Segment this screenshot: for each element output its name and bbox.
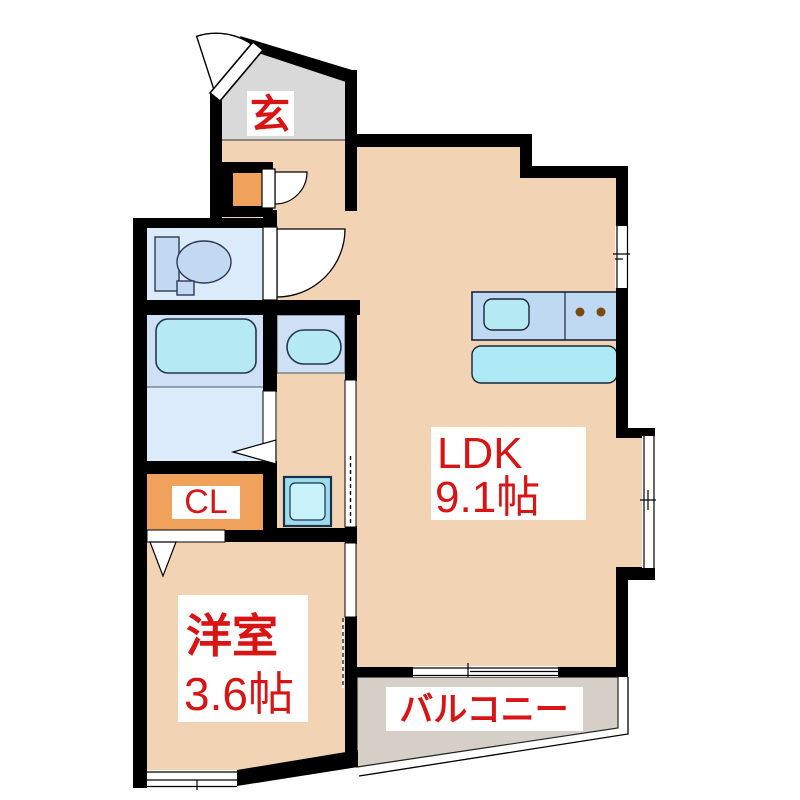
wall-segment (520, 166, 628, 178)
bathtub (155, 318, 257, 374)
wall-segment (133, 300, 360, 315)
wall-segment (616, 178, 628, 228)
toilet (154, 236, 232, 296)
sliding-door-western-room (342, 542, 357, 688)
wall-segment (225, 530, 277, 542)
wall-segment (558, 667, 628, 677)
closet-label-text: CL (184, 483, 227, 521)
wall-segment (133, 461, 277, 474)
labels: 玄 LDK 9.1帖 洋室 3.6帖 CL バルコニー (172, 91, 586, 731)
wall-segment (133, 218, 147, 788)
western-room-size-text: 3.6帖 (184, 668, 294, 720)
window-bay-right (640, 436, 656, 568)
washbasin (286, 329, 342, 365)
counter-table (471, 345, 618, 384)
kitchen-unit (471, 291, 618, 341)
wall-segment (237, 750, 358, 786)
shoe-cabinet (233, 173, 262, 206)
wall-segment (352, 667, 414, 677)
balcony-outer-line (358, 677, 629, 777)
window-ldk-bottom (413, 663, 558, 677)
toilet-door (261, 168, 308, 209)
wall-segment (133, 218, 277, 228)
wall-segment (240, 36, 352, 84)
wall-segment (616, 287, 628, 432)
entry-door (195, 32, 265, 103)
ldk-name-text: LDK (437, 429, 523, 478)
wall-segment (263, 314, 277, 392)
closet-folding-door (146, 529, 226, 578)
washroom-door (262, 226, 346, 301)
wall-segment (616, 428, 655, 438)
wall-segment (345, 70, 357, 211)
sliding-door-washroom (344, 379, 357, 528)
ldk-label: LDK 9.1帖 (431, 427, 586, 522)
western-room-name-text: 洋室 (186, 610, 278, 662)
window-right-upper (613, 226, 630, 288)
wall-segment (277, 528, 357, 542)
wall-segment (345, 526, 357, 544)
entrance-label-text: 玄 (250, 93, 290, 137)
wall-segment (210, 92, 222, 218)
window-western-room-bottom (147, 770, 237, 790)
washing-machine (282, 475, 333, 528)
ldk-size-text: 9.1帖 (435, 473, 540, 522)
fixtures (154, 236, 618, 528)
western-room-label: 洋室 3.6帖 (178, 595, 308, 722)
gas-stove-burner (575, 307, 585, 317)
wall-segment (616, 567, 655, 580)
entrance-label: 玄 (247, 91, 294, 137)
wall-segment (345, 616, 357, 756)
wall-segment (263, 210, 277, 229)
gas-stove-burner (596, 307, 606, 317)
doors (146, 32, 357, 688)
wall-segment (263, 473, 277, 542)
wall-segment (616, 579, 628, 677)
wall-segment (345, 300, 357, 381)
kitchen-sink (483, 298, 530, 331)
bathroom-folding-door (230, 390, 277, 465)
balcony-label: バルコニー (386, 687, 583, 731)
windows (147, 226, 656, 790)
wall-segment (352, 134, 532, 147)
closet-label: CL (172, 483, 240, 521)
balcony-label-text: バルコニー (399, 691, 568, 729)
ldk-floor (352, 140, 650, 672)
